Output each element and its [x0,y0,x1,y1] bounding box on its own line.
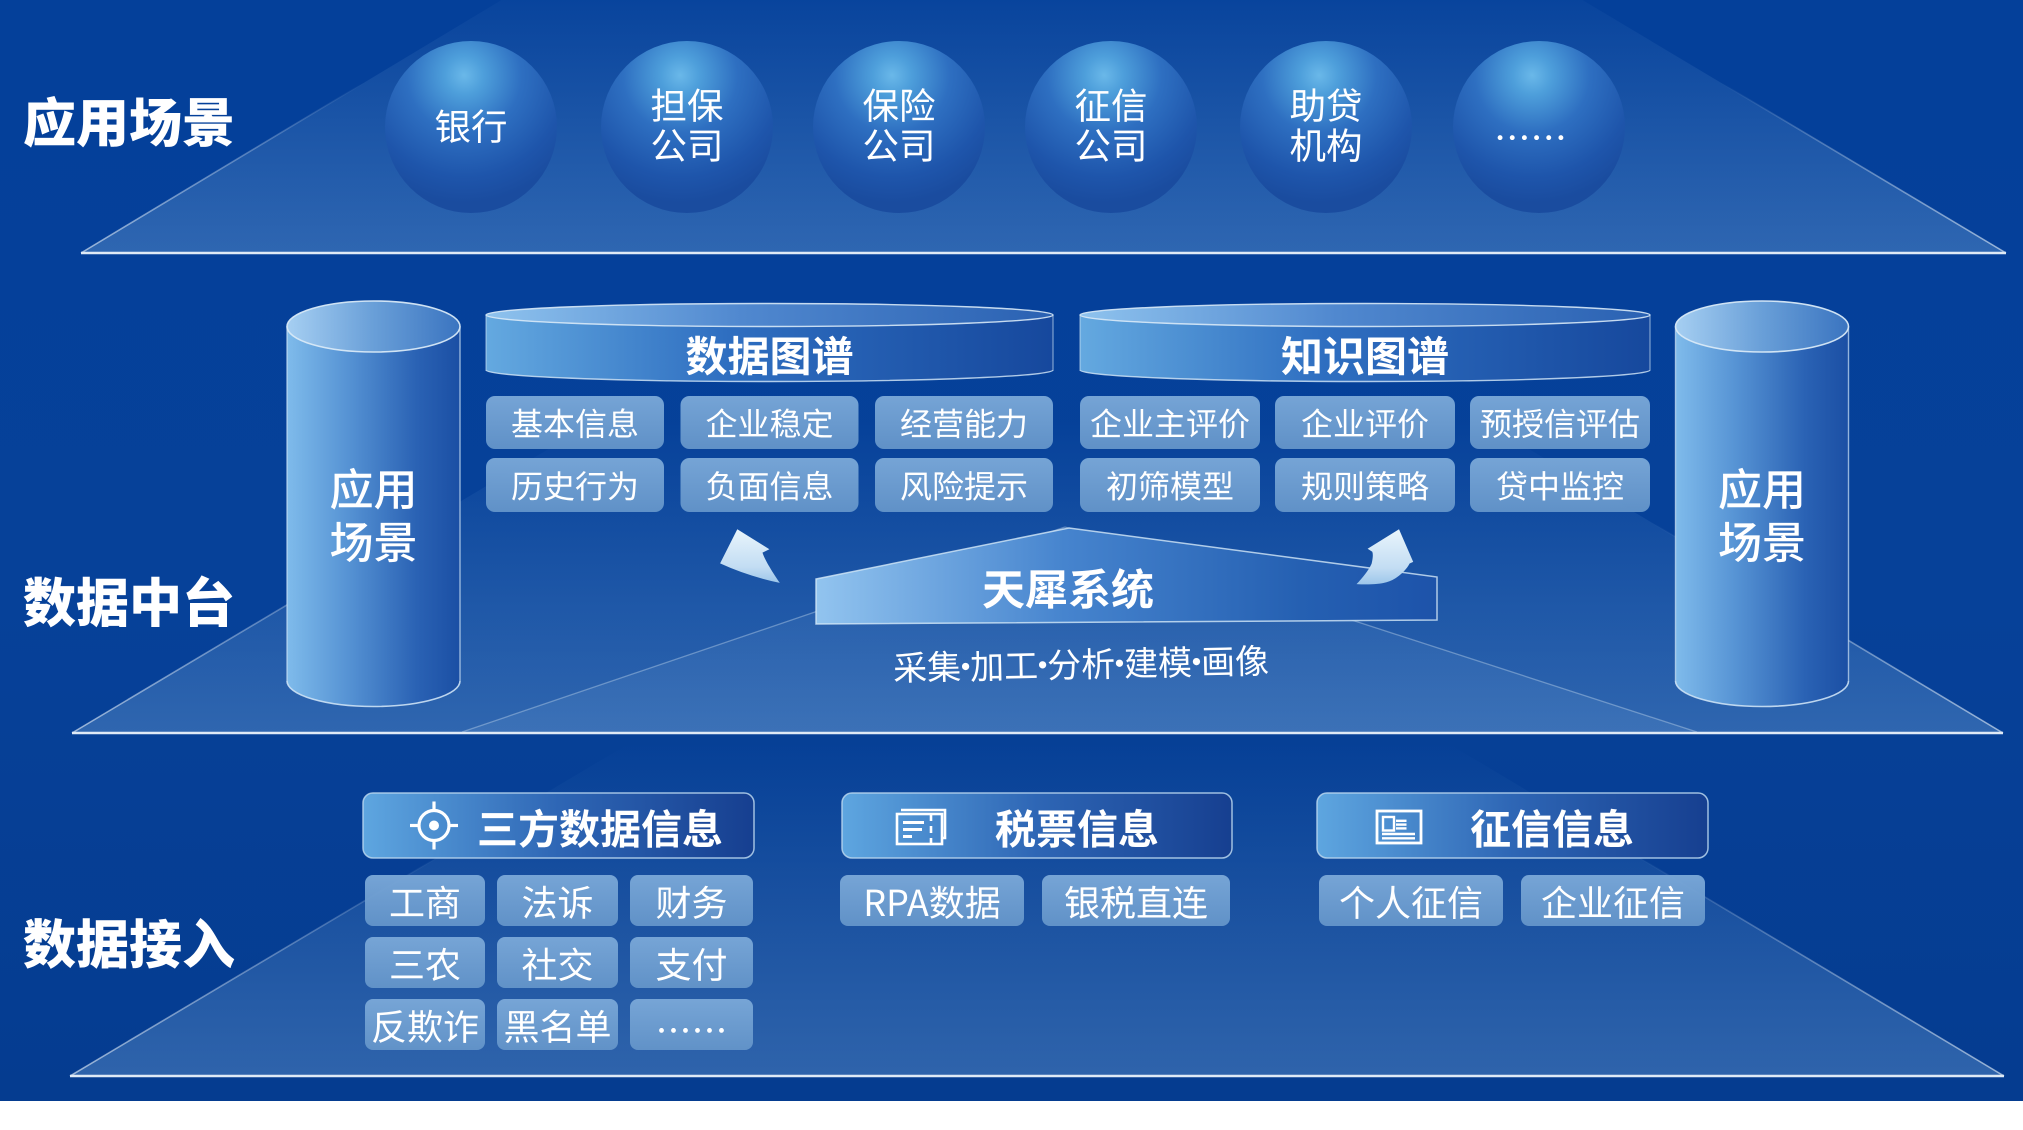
svg-text:风险提示: 风险提示 [900,462,1028,508]
svg-text:企业征信: 企业征信 [1541,875,1685,927]
svg-text:初筛模型: 初筛模型 [1106,462,1234,508]
svg-text:历史行为: 历史行为 [511,462,639,508]
svg-text:法诉: 法诉 [521,875,593,927]
svg-text:企业稳定: 企业稳定 [705,400,833,446]
svg-text:工商: 工商 [389,875,461,927]
svg-text:公司: 公司 [863,117,936,170]
svg-text:应用场景: 应用场景 [23,82,235,158]
svg-text:预授信评估: 预授信评估 [1480,400,1640,446]
svg-text:应用: 应用 [1718,455,1806,519]
svg-text:负面信息: 负面信息 [705,462,833,508]
svg-text:数据中台: 数据中台 [23,562,235,638]
svg-text:财务: 财务 [655,875,727,927]
svg-text:银税直连: 银税直连 [1064,875,1208,927]
svg-text:企业评价: 企业评价 [1301,400,1429,446]
svg-text:支付: 支付 [655,937,727,989]
svg-text:助贷: 助贷 [1290,77,1363,130]
svg-text:反欺诈: 反欺诈 [371,999,479,1051]
svg-text:社交: 社交 [521,937,593,989]
svg-text:场景: 场景 [1718,508,1806,572]
svg-text:三农: 三农 [389,937,461,989]
svg-text:知识图谱: 知识图谱 [1281,324,1449,385]
svg-text:场景: 场景 [330,508,418,572]
svg-text:个人征信: 个人征信 [1339,875,1483,927]
svg-text:公司: 公司 [651,117,724,170]
svg-text:征信信息: 征信信息 [1470,796,1634,856]
svg-text:RPA数据: RPA数据 [863,875,1001,927]
svg-text:应用: 应用 [330,455,418,519]
svg-text:税票信息: 税票信息 [995,796,1159,856]
svg-text:……: …… [655,1003,727,1055]
svg-text:银行: 银行 [435,98,508,151]
svg-text:三方数据信息: 三方数据信息 [477,796,723,856]
svg-text:天犀系统: 天犀系统 [982,556,1154,618]
svg-text:规则策略: 规则策略 [1301,462,1429,508]
svg-text:企业主评价: 企业主评价 [1090,400,1250,446]
svg-text:……: …… [1494,110,1567,163]
svg-text:公司: 公司 [1075,117,1148,170]
svg-text:黑名单: 黑名单 [503,999,611,1051]
svg-text:经营能力: 经营能力 [900,400,1028,446]
svg-text:征信: 征信 [1075,77,1148,130]
svg-text:保险: 保险 [863,77,936,130]
svg-text:采集·加工·分析·建模·画像: 采集·加工·分析·建模·画像 [893,634,1270,691]
svg-text:数据接入: 数据接入 [23,904,235,980]
svg-text:贷中监控: 贷中监控 [1496,462,1624,508]
svg-text:基本信息: 基本信息 [511,400,639,446]
svg-text:机构: 机构 [1290,117,1363,170]
svg-text:担保: 担保 [651,77,724,130]
svg-text:数据图谱: 数据图谱 [685,324,853,385]
